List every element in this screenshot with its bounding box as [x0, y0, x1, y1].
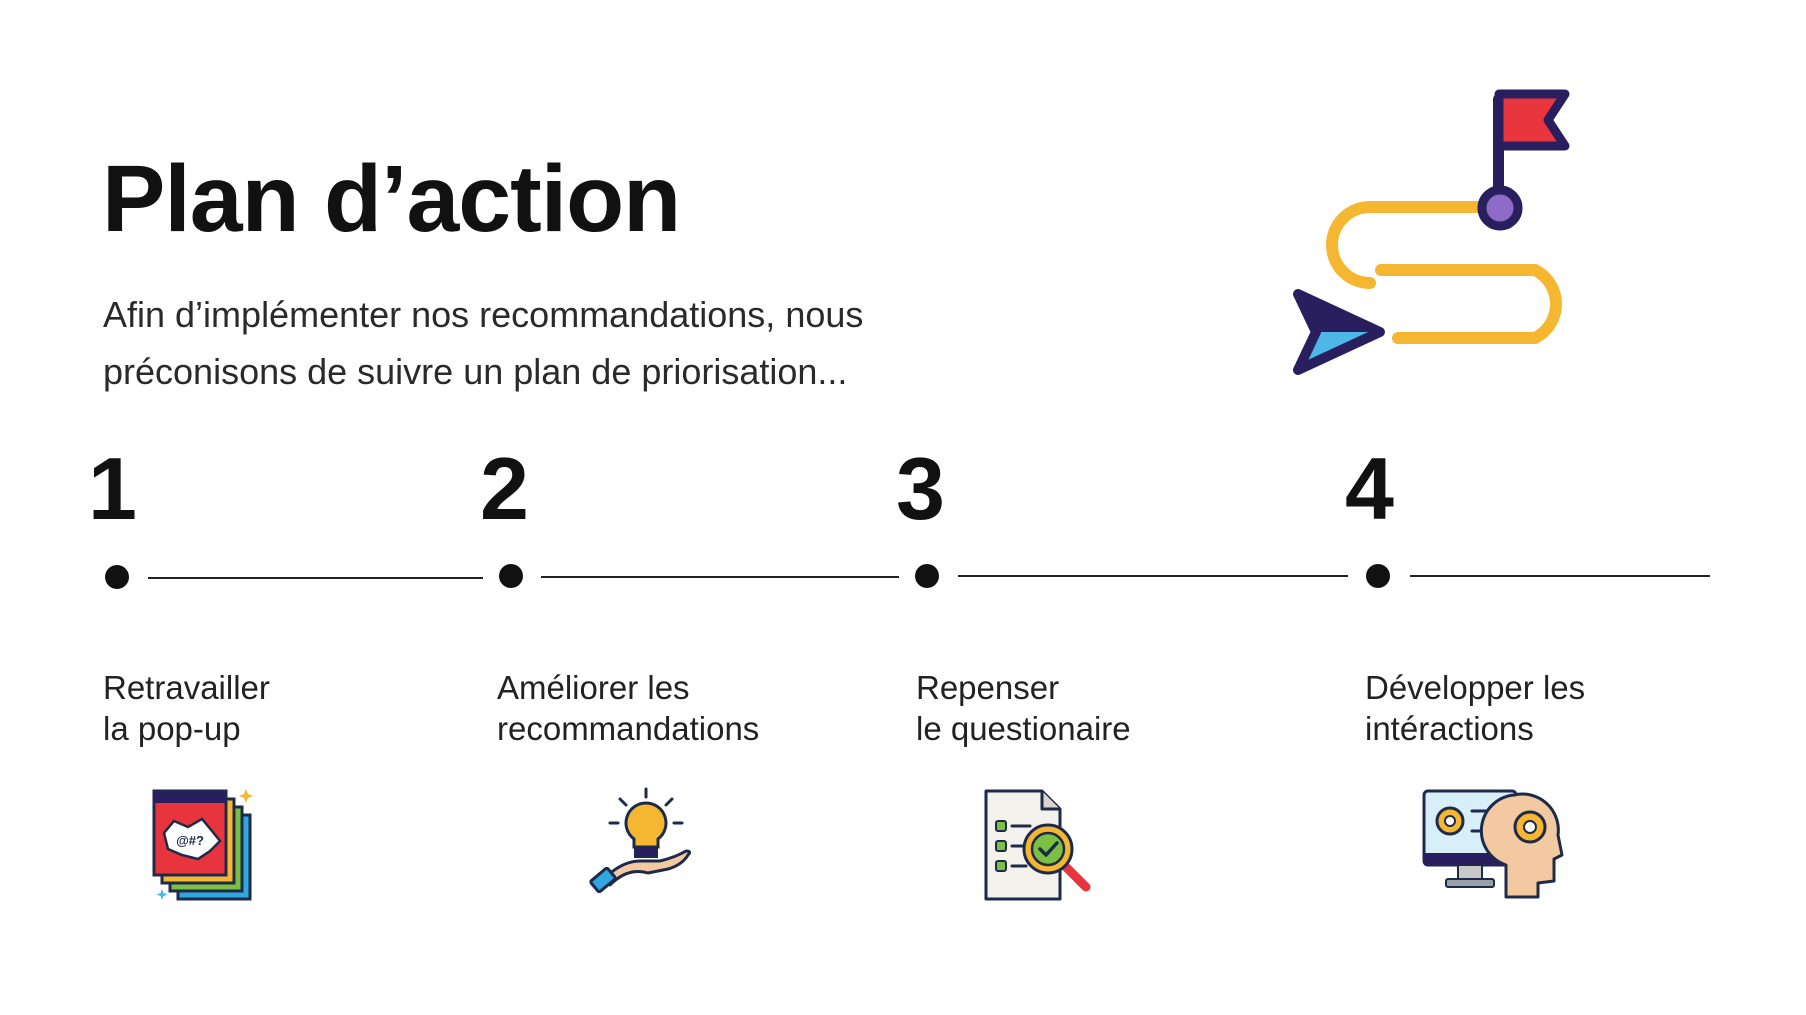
head-gears-monitor-icon [1422, 789, 1564, 899]
step-1-dot [105, 565, 129, 589]
step-3-dot [915, 564, 939, 588]
timeline-line-3 [958, 575, 1348, 577]
step-3-number: 3 [896, 439, 945, 538]
svg-text:@#?: @#? [176, 833, 204, 848]
lightbulb-hand-icon [589, 787, 692, 894]
step-4-label: Développer les intéractions [1365, 669, 1586, 747]
step-1-number: 1 [88, 439, 137, 538]
step-3-label: Repenser le questionaire [916, 669, 1131, 747]
popup-windows-icon: @#? [152, 789, 253, 901]
slide-subtitle: Afin d’implémenter nos recommandations, … [103, 294, 864, 392]
slide-title: Plan d’action [102, 146, 681, 252]
roadmap-route-flag-icon [1293, 89, 1570, 375]
step-2-dot [499, 564, 523, 588]
step-1-label: Retravailler la pop-up [103, 669, 270, 747]
checklist-magnifier-icon [984, 789, 1091, 901]
timeline-line-1 [148, 577, 483, 579]
step-4-dot [1366, 564, 1390, 588]
step-2-number: 2 [480, 439, 529, 538]
timeline-line-4 [1410, 575, 1710, 577]
step-4-number: 4 [1345, 439, 1394, 538]
step-2-label: Améliorer les recommandations [497, 669, 760, 747]
timeline-line-2 [541, 576, 899, 578]
